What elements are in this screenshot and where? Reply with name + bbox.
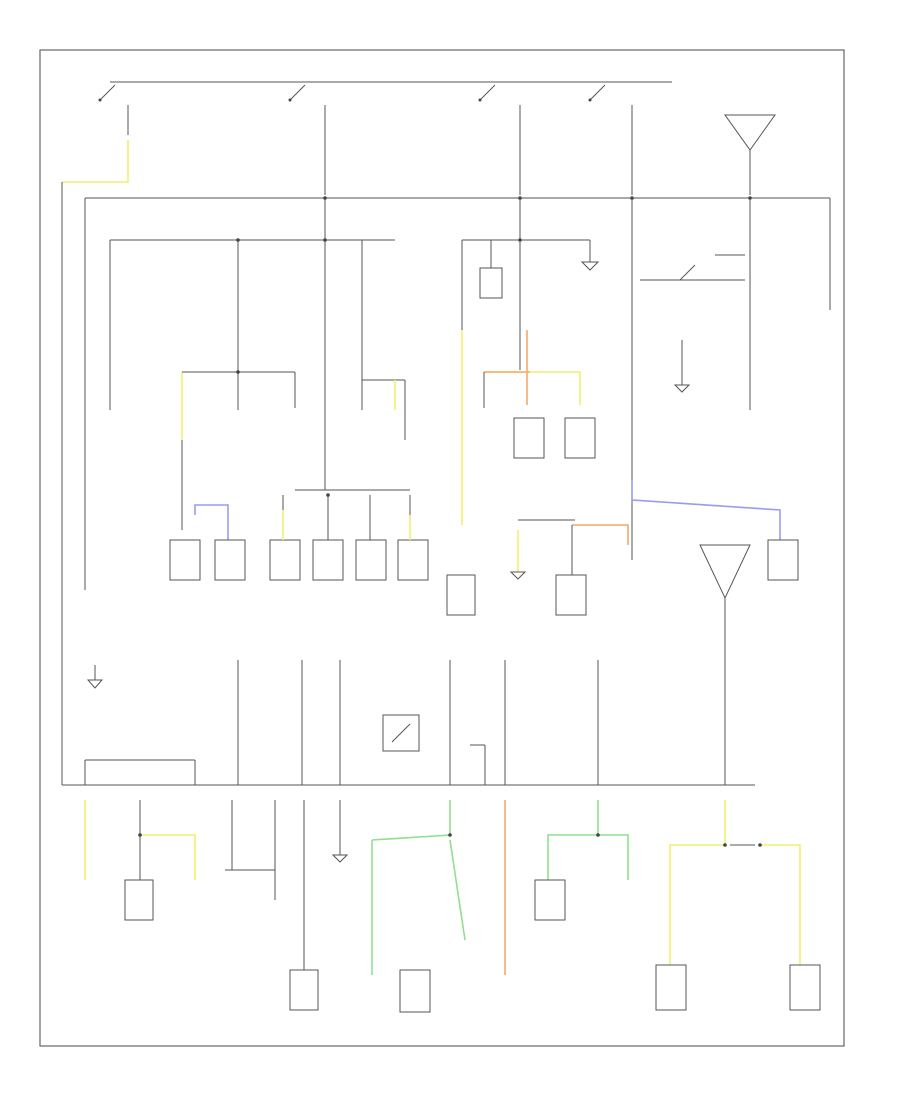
center-switch — [382, 714, 486, 785]
bottom-right-yellow-wires — [655, 800, 821, 1011]
fuse-branch-left-group — [109, 198, 395, 410]
green-wires — [371, 800, 629, 1013]
underhood-fuse-relay-box-lower — [699, 544, 751, 785]
mid-row-connectors — [169, 495, 429, 581]
underhood-fuse-relay-box-top — [724, 114, 776, 195]
fuse-branch-middle-group — [461, 198, 600, 520]
diagram-border — [39, 49, 845, 1047]
main-horizontal-bus — [84, 197, 831, 590]
blue-wire-right — [631, 480, 781, 540]
center-connector-block — [295, 379, 410, 491]
bottom-level-wires — [84, 800, 349, 1011]
middle-color-branches — [461, 330, 596, 525]
blue-wire-left — [194, 504, 229, 560]
junction-dots — [138, 196, 762, 847]
relay-block-right — [631, 198, 751, 560]
left-mid-connectors — [181, 371, 296, 530]
yellow-feed-wire-left — [62, 140, 129, 183]
middle-right-connectors — [446, 519, 629, 616]
ignition-switch-bus — [98, 81, 672, 195]
connector-right-blue — [767, 539, 799, 581]
lower-horizontal-bus — [62, 660, 755, 786]
